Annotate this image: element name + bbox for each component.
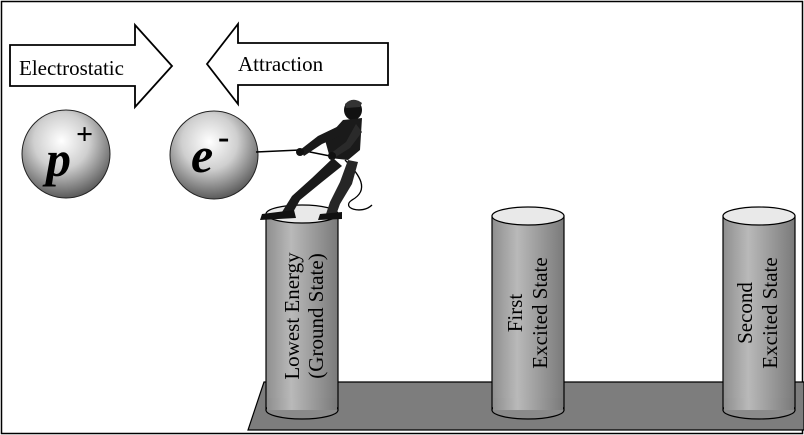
first-excited-label-line2: Excited State xyxy=(528,257,552,368)
second-excited-label-line2: Excited State xyxy=(758,257,782,368)
electron-sphere: e - xyxy=(170,111,258,199)
second-excited-label-line1: Second xyxy=(733,282,757,344)
proton-symbol: p xyxy=(42,131,71,187)
electron-symbol: e xyxy=(191,127,213,183)
proton-charge: + xyxy=(76,118,93,151)
proton-sphere: p + xyxy=(22,110,110,198)
first-excited-label-line1: First xyxy=(503,294,527,333)
ground-state-label-line1: Lowest Energy xyxy=(280,252,304,380)
electrostatic-label: Electrostatic xyxy=(19,56,124,80)
electron-charge: - xyxy=(218,119,229,156)
attraction-label: Attraction xyxy=(238,52,324,76)
ground-state-label-line2: (Ground State) xyxy=(304,253,328,378)
